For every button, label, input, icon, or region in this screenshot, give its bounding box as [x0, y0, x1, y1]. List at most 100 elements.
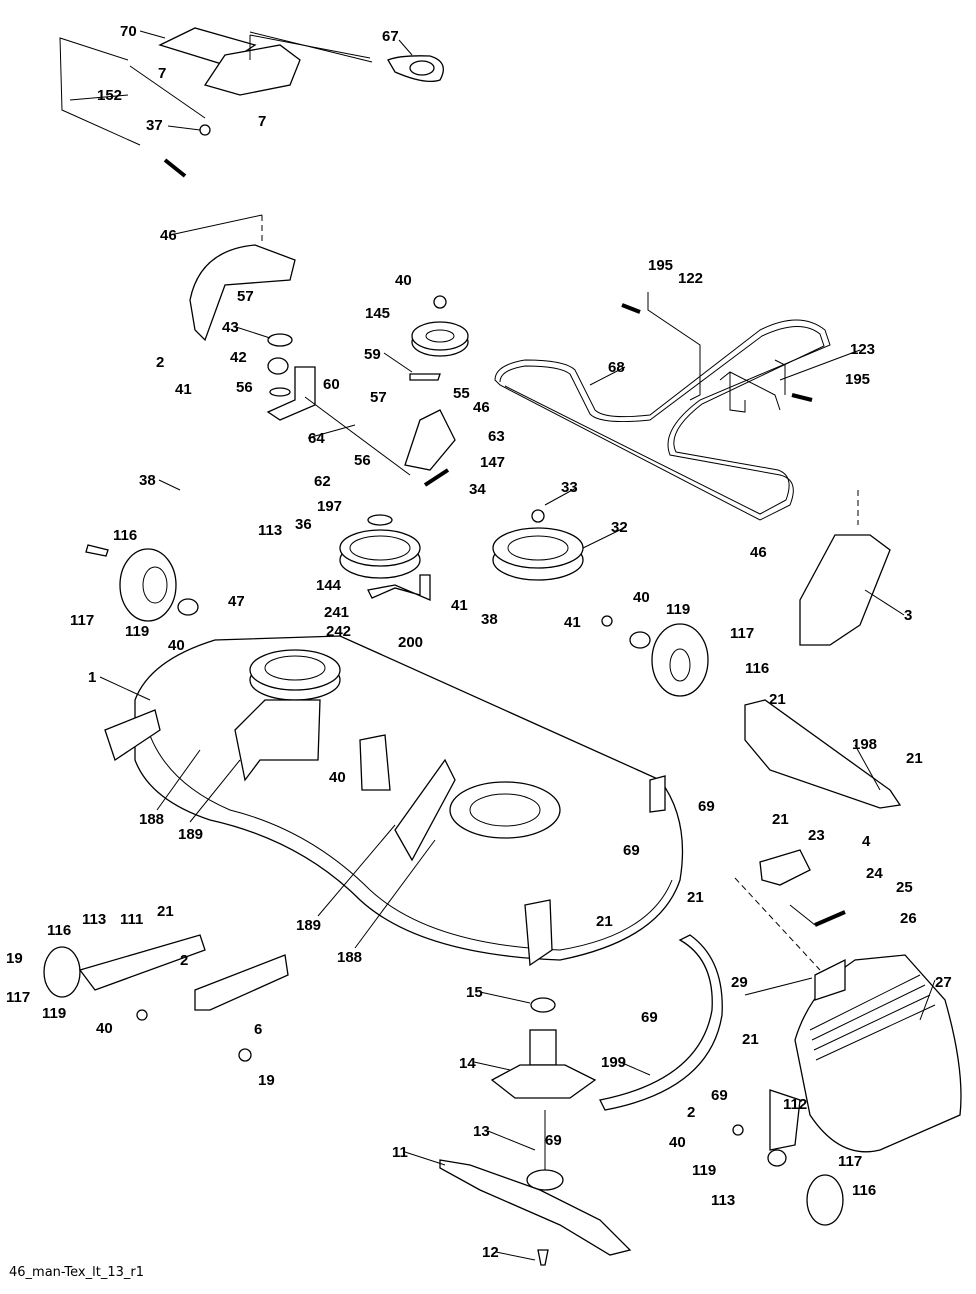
callout-152: 152: [97, 87, 123, 104]
callout-64: 64: [308, 430, 325, 447]
hinge-rod-29: [744, 977, 813, 996]
callout-67: 67: [382, 28, 399, 45]
callout-21: 21: [157, 903, 174, 920]
callout-69: 69: [623, 842, 640, 859]
callout-7: 7: [158, 65, 167, 82]
callout-1: 1: [88, 669, 97, 686]
callout-46: 46: [750, 544, 767, 561]
pulley-32: [492, 509, 584, 581]
callout-69: 69: [545, 1132, 562, 1149]
callout-144: 144: [316, 577, 342, 594]
callout-116: 116: [852, 1182, 877, 1199]
callout-145: 145: [365, 305, 391, 322]
callout-63: 63: [488, 428, 505, 445]
callout-25: 25: [896, 879, 913, 896]
callout-24: 24: [866, 865, 883, 882]
callout-38: 38: [139, 472, 156, 489]
callout-40: 40: [96, 1020, 113, 1037]
callout-21: 21: [596, 913, 613, 930]
callout-69: 69: [698, 798, 715, 815]
pulley-145: [409, 295, 469, 381]
callout-119: 119: [125, 623, 150, 640]
callout-195: 195: [648, 257, 674, 274]
callout-33: 33: [561, 479, 578, 496]
callout-69: 69: [641, 1009, 658, 1026]
callout-112: 112: [783, 1096, 808, 1113]
callout-40: 40: [633, 589, 650, 606]
callout-37: 37: [146, 117, 163, 134]
callout-70: 70: [120, 23, 137, 40]
callout-27: 27: [935, 974, 952, 991]
callout-26: 26: [900, 910, 917, 927]
bracket-23: [734, 849, 821, 971]
gauge-wheel-bracket-right: [732, 1089, 844, 1226]
callout-69: 69: [711, 1087, 728, 1104]
callout-123: 123: [850, 341, 876, 358]
mower-deck-1: [104, 635, 684, 967]
callout-113: 113: [711, 1192, 736, 1209]
belt-68: [494, 319, 831, 521]
callout-40: 40: [168, 637, 185, 654]
callout-13: 13: [473, 1123, 490, 1140]
callout-116: 116: [745, 660, 770, 677]
gauge-wheel-bracket-left: [43, 934, 289, 1062]
callout-55: 55: [453, 385, 470, 402]
callout-34: 34: [469, 481, 486, 498]
leader-lines: [69, 30, 936, 1261]
callout-59: 59: [364, 346, 381, 363]
callout-46: 46: [160, 227, 177, 244]
callout-117: 117: [730, 625, 755, 642]
callout-198: 198: [852, 736, 878, 753]
belt-shield-2: [169, 214, 296, 342]
callout-119: 119: [666, 601, 691, 618]
callout-40: 40: [669, 1134, 686, 1151]
callout-41: 41: [451, 597, 468, 614]
knob-67: [387, 55, 444, 83]
callout-188: 188: [139, 811, 165, 828]
callout-116: 116: [47, 922, 72, 939]
callout-21: 21: [906, 750, 923, 767]
callout-242: 242: [326, 623, 352, 640]
lift-bracket-assembly: [158, 27, 373, 96]
gauge-wheel-left: [85, 544, 199, 622]
callout-11: 11: [392, 1144, 408, 1161]
callout-23: 23: [808, 827, 825, 844]
drawing-code: 46_man-Tex_lt_13_r1: [9, 1265, 144, 1280]
callout-38: 38: [481, 611, 498, 628]
callout-41: 41: [175, 381, 192, 398]
callout-21: 21: [772, 811, 789, 828]
callout-12: 12: [482, 1244, 499, 1261]
callout-21: 21: [769, 691, 786, 708]
callout-119: 119: [42, 1005, 67, 1022]
callout-32: 32: [611, 519, 628, 536]
callout-40: 40: [395, 272, 412, 289]
callout-3: 3: [904, 607, 913, 624]
callout-40: 40: [329, 769, 346, 786]
callout-4: 4: [862, 833, 871, 850]
callout-19: 19: [6, 950, 23, 967]
cable-152: [59, 37, 206, 178]
callout-41: 41: [564, 614, 581, 631]
belt-shield-3: [799, 490, 891, 646]
callout-119: 119: [692, 1162, 717, 1179]
pulley-36: [339, 514, 431, 601]
baffle-198: [744, 699, 902, 809]
belt-guide-122: [621, 292, 813, 413]
callout-42: 42: [230, 349, 247, 366]
callout-189: 189: [178, 826, 204, 843]
callout-188: 188: [337, 949, 363, 966]
callout-197: 197: [317, 498, 343, 515]
callout-43: 43: [222, 319, 239, 336]
callout-19: 19: [258, 1072, 275, 1089]
callout-111: 111: [120, 911, 144, 928]
callout-2: 2: [687, 1104, 696, 1121]
callout-7: 7: [258, 113, 267, 130]
callout-62: 62: [314, 473, 331, 490]
callout-56: 56: [354, 452, 371, 469]
callout-2: 2: [180, 952, 189, 969]
callout-117: 117: [70, 612, 95, 629]
spindle-assembly: [490, 997, 597, 1191]
callout-68: 68: [608, 359, 625, 376]
